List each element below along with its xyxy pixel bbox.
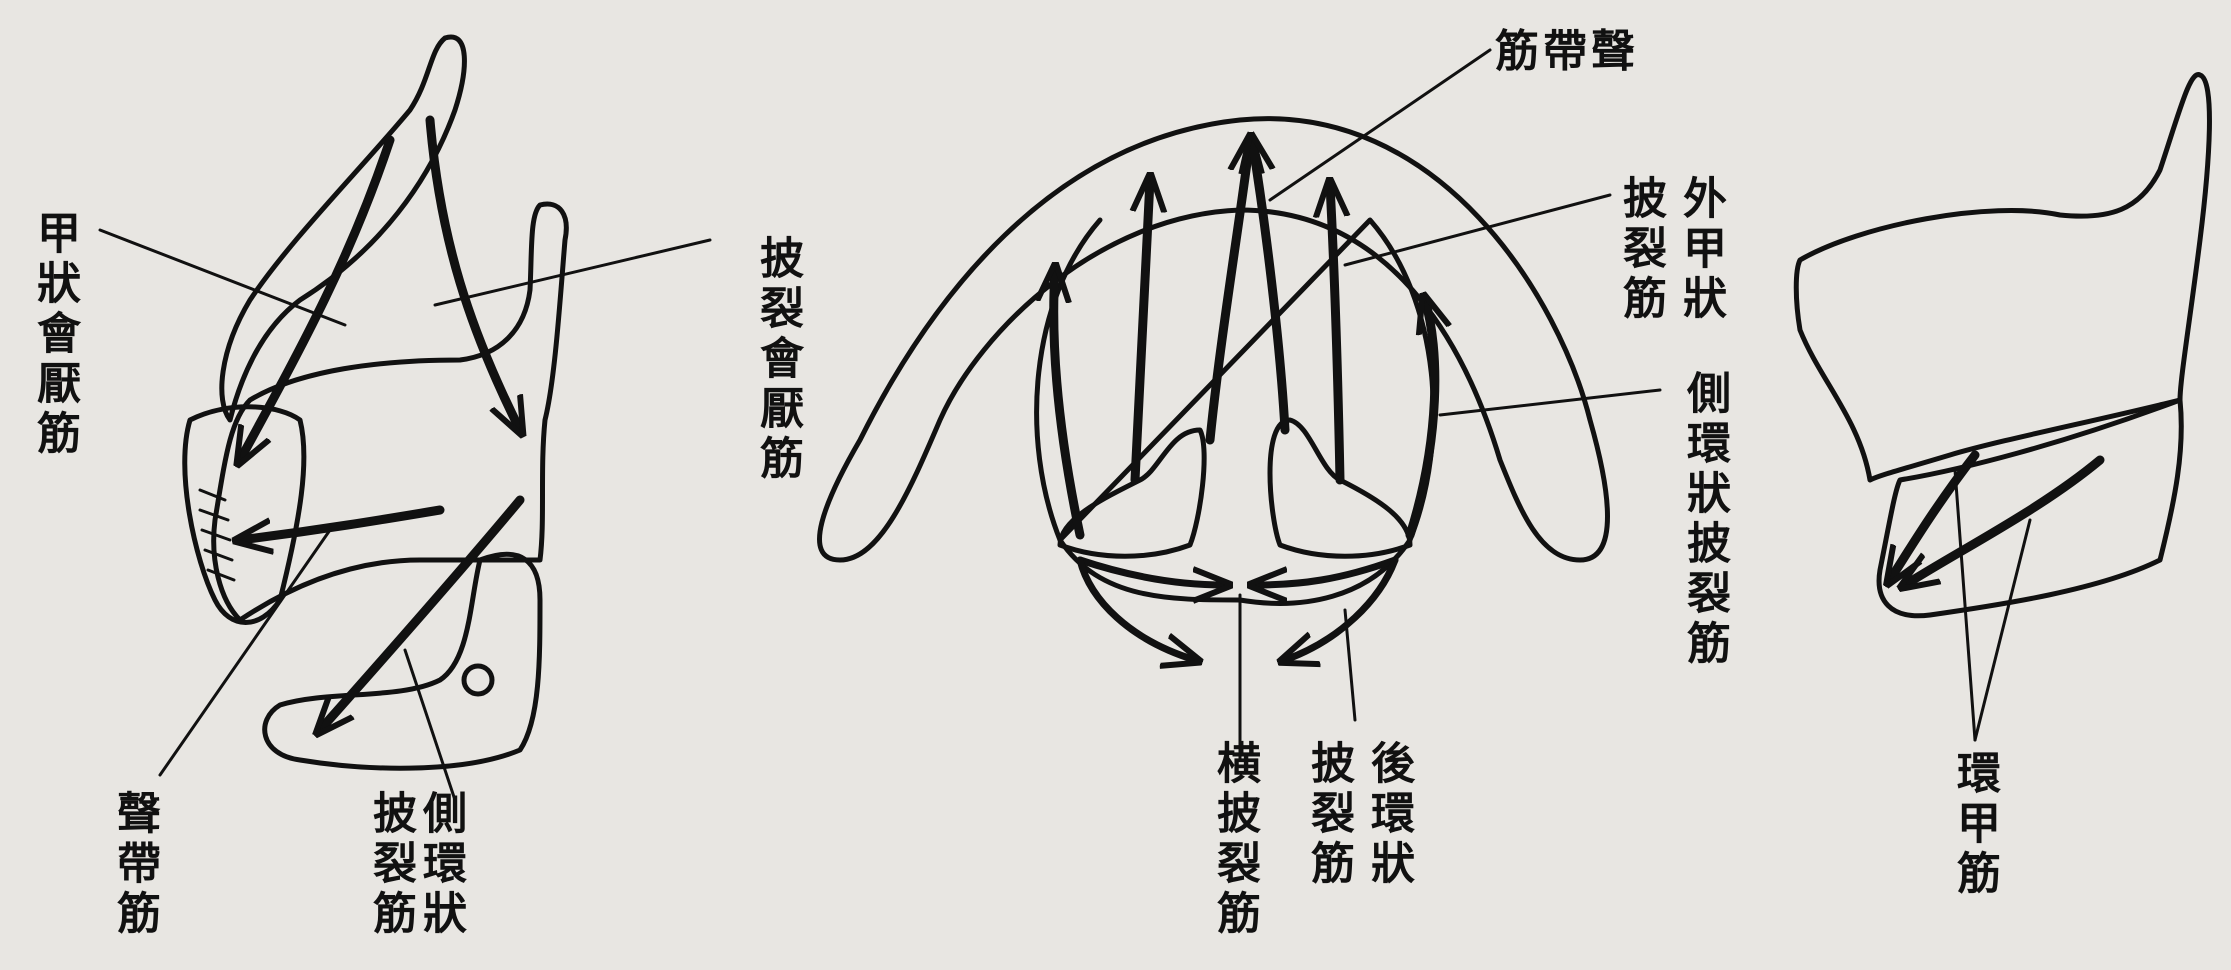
middle-arrow-lateral-right [1405,300,1435,540]
middle-arrow-lateral-left [1054,270,1085,540]
middle-arytenoid-left [1057,427,1207,559]
left-figure [98,34,712,802]
middle-arrow-posterior-left [1076,556,1195,660]
middle-arrow-transverse-left [1076,556,1225,585]
label-thyroarytenoid-col1: 外甲狀 [1675,175,1726,325]
label-posterior-cricoarytenoid-col2: 披裂筋 [1303,740,1354,890]
left-leader-vocalis [158,528,332,777]
left-arrow-aryepiglottic [425,115,520,430]
right-thyroid-plate [1793,72,2212,483]
label-posterior-cricoarytenoid-col1: 後環狀 [1363,740,1414,890]
label-aryepiglottic: 披裂會厭筋 [752,235,803,485]
middle-figure [817,48,1662,762]
middle-thyroid-arch [817,116,1610,563]
left-leader-thyroepiglottic [98,228,347,327]
left-cricoid-shape [262,551,543,771]
middle-arytenoid-right [1267,417,1413,559]
left-leader-aryepiglottic [433,238,712,307]
label-thyroepiglottic: 甲狀會厭筋 [29,210,80,460]
middle-arrow-posterior-right [1285,556,1399,660]
middle-arrow-transverse-right [1255,556,1399,585]
left-arrow-thyroepiglottic [240,135,395,460]
middle-arrow-vocalis-left [1205,140,1250,445]
label-vocalis-left: 聲帶筋 [109,790,160,940]
middle-arrow-vocalis-right [1252,140,1290,435]
label-thyroarytenoid-col2: 披裂筋 [1615,175,1666,325]
right-figure [1793,72,2212,742]
left-arytenoid-shape [182,404,307,625]
middle-leader-lateral [1438,388,1662,417]
left-epiglottis-shape [219,34,467,423]
middle-leader-thyroarytenoid [1343,193,1612,267]
label-transverse-arytenoid: 横披裂筋 [1209,740,1260,940]
middle-arrow-thyroarytenoid-left [1135,180,1150,485]
middle-arrow-thyroarytenoid-right [1330,185,1340,485]
middle-leader-posterior [1343,608,1357,722]
left-arrow-vocalis [240,505,445,540]
label-vocalis-middle: 筋帶聲 [1495,26,1639,77]
label-lateral-cricoarytenoid-middle: 側環狀披裂筋 [1679,370,1730,670]
left-arrow-lateral-cricoarytenoid [320,495,525,730]
right-arrow-cricothyroid-2 [1905,455,2105,585]
right-leader-1 [1953,468,1977,742]
right-leader-2 [1973,518,2032,742]
label-lateral-cricoarytenoid-col1: 側環狀 [415,790,466,940]
label-cricothyroid: 環甲筋 [1949,750,2000,900]
left-leader-lateral-cricoarytenoid [403,648,457,802]
label-lateral-cricoarytenoid-col2: 披裂筋 [365,790,416,940]
left-cricoid-hole [461,663,495,697]
left-hatching [198,488,236,582]
right-cricoid-shape [1876,397,2184,619]
middle-cricoid-ring [1034,217,1436,606]
middle-leader-vocalis [1268,48,1492,202]
